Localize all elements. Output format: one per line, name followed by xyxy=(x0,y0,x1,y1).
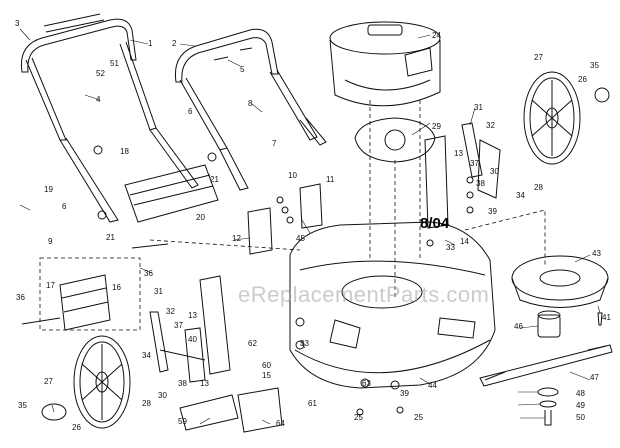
front-wheel-left xyxy=(41,335,131,429)
part-label: 13 xyxy=(200,379,209,388)
part-label: 10 xyxy=(288,171,297,180)
leader-lines xyxy=(19,28,601,425)
part-label: 26 xyxy=(72,423,81,432)
part-label: 39 xyxy=(400,389,409,398)
part-label: 16 xyxy=(112,283,121,292)
engine-gasket xyxy=(354,117,436,163)
part-label: 4 xyxy=(96,95,101,104)
part-label: 48 xyxy=(576,389,585,398)
side-discharge-chute xyxy=(179,387,283,433)
part-label: 43 xyxy=(592,249,601,258)
part-label: 52 xyxy=(96,69,105,78)
part-label: 31 xyxy=(154,287,163,296)
part-label: 38 xyxy=(476,179,485,188)
part-label: 38 xyxy=(178,379,187,388)
part-label: 1 xyxy=(148,39,153,48)
lower-handle-left xyxy=(59,127,199,223)
part-label: 37 xyxy=(470,159,479,168)
part-label: 8 xyxy=(248,99,253,108)
part-label: 34 xyxy=(516,191,525,200)
part-label: 62 xyxy=(248,339,257,348)
part-label: 59 xyxy=(178,417,187,426)
part-label: 63 xyxy=(362,379,371,388)
part-label: 7 xyxy=(272,139,277,148)
blade-adapter-disc xyxy=(511,255,609,308)
part-label: 41 xyxy=(602,313,611,322)
left-height-adjuster xyxy=(149,311,206,383)
part-label: 29 xyxy=(432,122,441,131)
part-label: 28 xyxy=(534,183,543,192)
part-label: 35 xyxy=(590,61,599,70)
part-label: 45 xyxy=(296,234,305,243)
part-label: 11 xyxy=(326,175,335,184)
part-label: 14 xyxy=(460,237,469,246)
part-label: 64 xyxy=(276,419,285,428)
part-label: 30 xyxy=(158,391,167,400)
part-label: 30 xyxy=(490,167,499,176)
part-label: 34 xyxy=(142,351,151,360)
part-label: 39 xyxy=(488,207,497,216)
part-label: 36 xyxy=(144,269,153,278)
part-label: 44 xyxy=(428,381,437,390)
part-label: 9 xyxy=(48,237,53,246)
part-label: 50 xyxy=(576,413,585,422)
engine xyxy=(329,21,441,107)
part-label: 49 xyxy=(576,401,585,410)
part-label: 25 xyxy=(414,413,423,422)
part-label: 61 xyxy=(308,399,317,408)
blade-hardware xyxy=(537,312,603,426)
part-label: 60 xyxy=(262,361,271,370)
lower-handle-right xyxy=(219,117,327,191)
part-label: 46 xyxy=(514,322,523,331)
rear-wheel-right xyxy=(523,71,610,165)
blade xyxy=(479,344,613,387)
part-label: 36 xyxy=(16,293,25,302)
part-label: 17 xyxy=(46,281,55,290)
part-label: 35 xyxy=(18,401,27,410)
grass-bag-frame-left xyxy=(124,164,219,223)
part-label: 12 xyxy=(232,234,241,243)
part-label: 20 xyxy=(196,213,205,222)
part-label: 13 xyxy=(188,311,197,320)
part-label: 6 xyxy=(62,202,67,211)
reference-lines xyxy=(39,100,546,331)
part-label: 18 xyxy=(120,147,129,156)
upper-handle-right xyxy=(174,28,318,151)
fasteners xyxy=(21,47,474,416)
part-label: 32 xyxy=(486,121,495,130)
part-label: 25 xyxy=(354,413,363,422)
part-label: 33 xyxy=(300,339,309,348)
part-label: 27 xyxy=(44,377,53,386)
part-label: 15 xyxy=(262,371,271,380)
rear-flap xyxy=(59,274,111,331)
upper-handle-left xyxy=(20,13,157,141)
part-label: 5 xyxy=(240,65,245,74)
part-label: 31 xyxy=(474,103,483,112)
blade-adapter xyxy=(537,310,561,338)
deck-brackets xyxy=(199,135,449,375)
watermark: eReplacementParts.com xyxy=(238,282,490,307)
part-label: 24 xyxy=(432,31,441,40)
part-label: 21 xyxy=(106,233,115,242)
part-label: 47 xyxy=(590,373,599,382)
date-code: 8/04 xyxy=(420,215,450,232)
part-label: 33 xyxy=(446,243,455,252)
part-label: 3 xyxy=(15,19,20,28)
part-label: 26 xyxy=(578,75,587,84)
mower-deck xyxy=(289,221,496,389)
part-label: 13 xyxy=(454,149,463,158)
part-label: 19 xyxy=(44,185,53,194)
part-label: 37 xyxy=(174,321,183,330)
part-label: 51 xyxy=(110,59,119,68)
part-label: 40 xyxy=(188,335,197,344)
part-label: 32 xyxy=(166,307,175,316)
part-label: 21 xyxy=(210,175,219,184)
part-label: 28 xyxy=(142,399,151,408)
part-label: 6 xyxy=(188,107,193,116)
part-label: 2 xyxy=(172,39,177,48)
part-label: 27 xyxy=(534,53,543,62)
right-height-adjuster xyxy=(461,122,501,199)
